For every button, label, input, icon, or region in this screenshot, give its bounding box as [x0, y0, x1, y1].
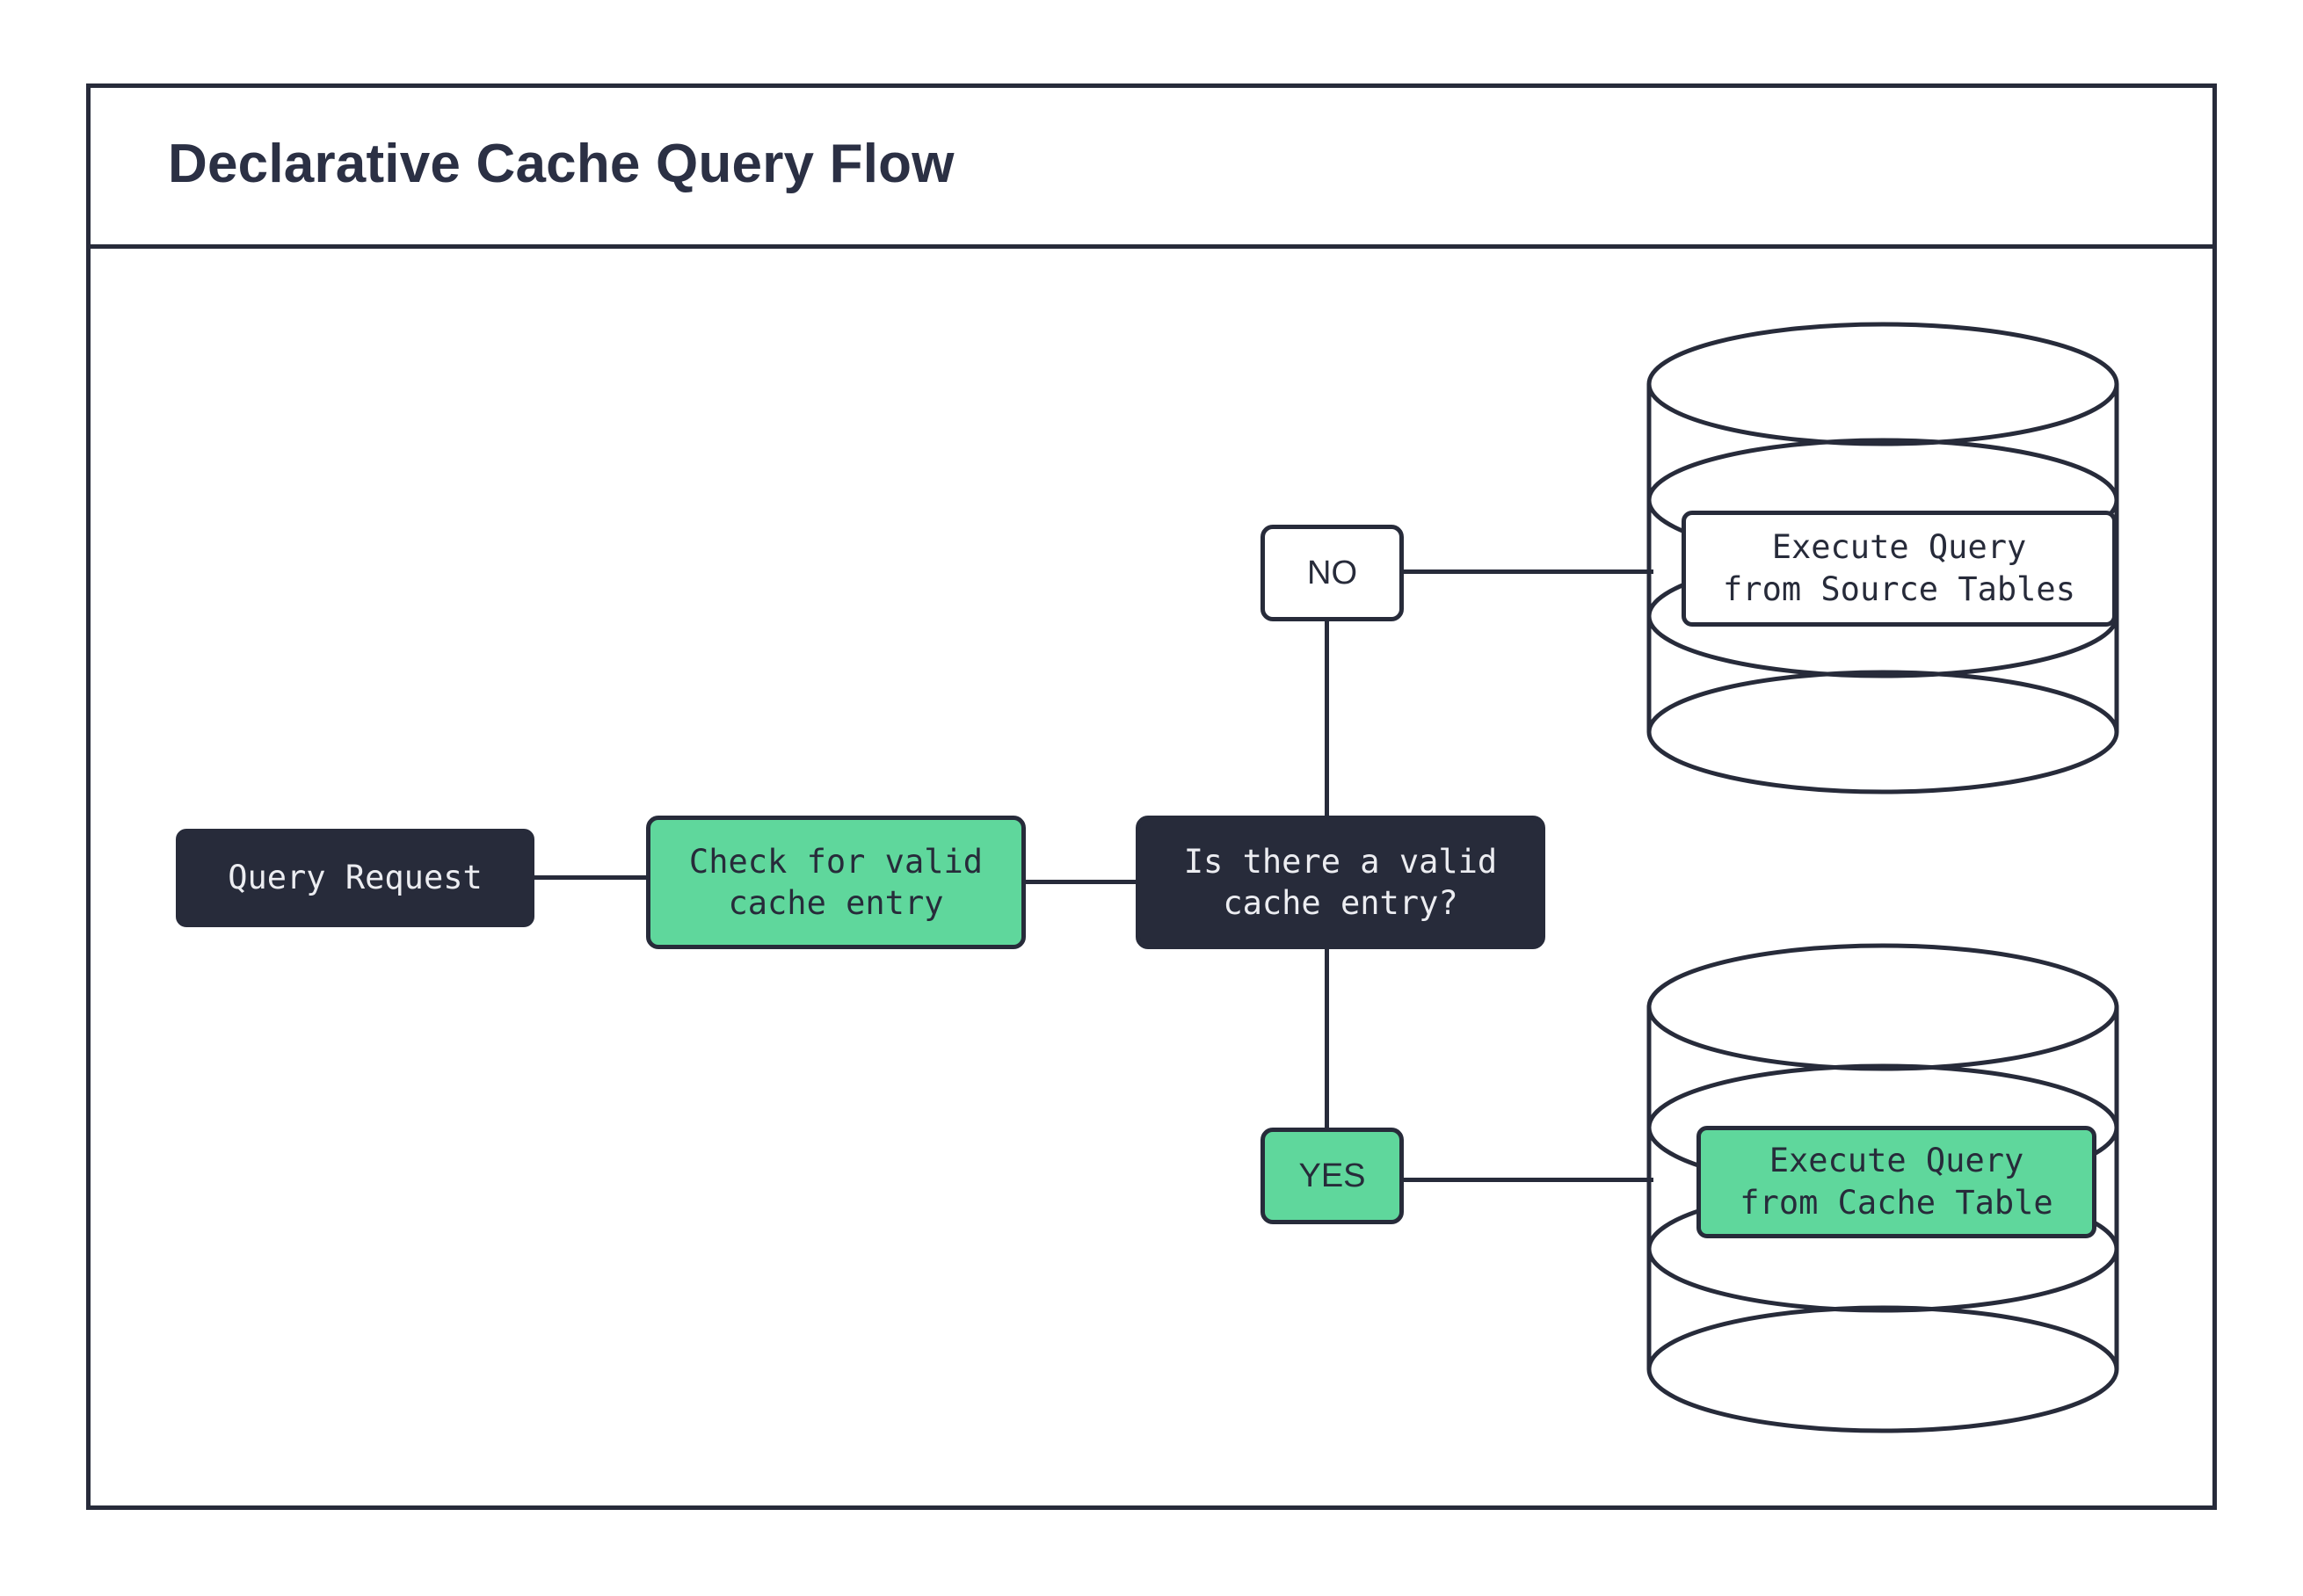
edge-decision-to-no [1325, 617, 1329, 819]
branch-label-yes[interactable]: YES [1260, 1128, 1404, 1224]
edge-yes-to-cache-db [1400, 1178, 1653, 1182]
edge-decision-to-yes [1325, 946, 1329, 1132]
node-execute-query-from-cache-table[interactable]: Execute Query from Cache Table [1696, 1126, 2096, 1238]
database-cylinder-cache [1646, 942, 2120, 1434]
node-check-for-valid-cache-entry[interactable]: Check for valid cache entry [646, 816, 1026, 949]
edge-no-to-source-db [1400, 569, 1653, 574]
title-bar: Declarative Cache Query Flow [86, 83, 2217, 249]
edge-query-to-check [531, 875, 650, 880]
diagram-frame [86, 83, 2217, 1510]
edge-check-to-decision [1022, 880, 1139, 884]
node-decision-valid-cache-entry[interactable]: Is there a valid cache entry? [1136, 816, 1545, 949]
branch-label-no[interactable]: NO [1260, 525, 1404, 621]
node-execute-query-from-source-tables[interactable]: Execute Query from Source Tables [1682, 511, 2117, 627]
page-title: Declarative Cache Query Flow [168, 134, 955, 194]
node-query-request[interactable]: Query Request [176, 829, 534, 927]
